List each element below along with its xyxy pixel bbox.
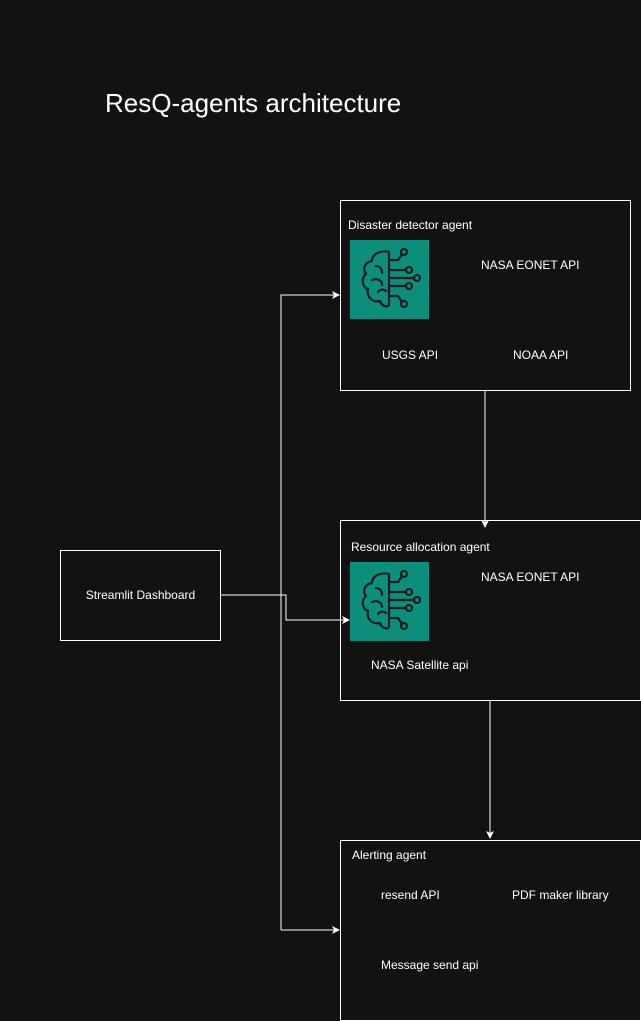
brain-circuit-icon xyxy=(350,240,429,319)
resource-agent-title: Resource allocation agent xyxy=(351,540,490,554)
diagram-title: ResQ-agents architecture xyxy=(105,88,402,118)
resource-allocation-agent-node: Resource allocation agent NASA EONET API xyxy=(340,520,641,701)
api-label: NASA Satellite api xyxy=(371,658,469,672)
alerting-agent-title: Alerting agent xyxy=(352,848,427,862)
disaster-detector-agent-node: Disaster detector agent NASA EONET API U xyxy=(340,200,631,391)
alerting-agent-node: Alerting agent resend API PDF maker libr… xyxy=(340,840,641,1021)
api-label: Message send api xyxy=(381,958,479,972)
api-label: NASA EONET API xyxy=(481,258,580,272)
disaster-agent-title: Disaster detector agent xyxy=(348,218,473,232)
api-label: NOAA API xyxy=(513,348,569,362)
streamlit-dashboard-node: Streamlit Dashboard xyxy=(60,550,221,641)
api-label: PDF maker library xyxy=(512,888,609,902)
dashboard-to-resource-arrow xyxy=(220,594,350,624)
brain-circuit-icon xyxy=(350,562,429,641)
dashboard-to-disaster-arrow xyxy=(280,291,340,930)
api-label: USGS API xyxy=(382,348,439,362)
streamlit-dashboard-label: Streamlit Dashboard xyxy=(85,588,196,602)
api-label: NASA EONET API xyxy=(481,570,580,584)
api-label: resend API xyxy=(381,888,440,902)
